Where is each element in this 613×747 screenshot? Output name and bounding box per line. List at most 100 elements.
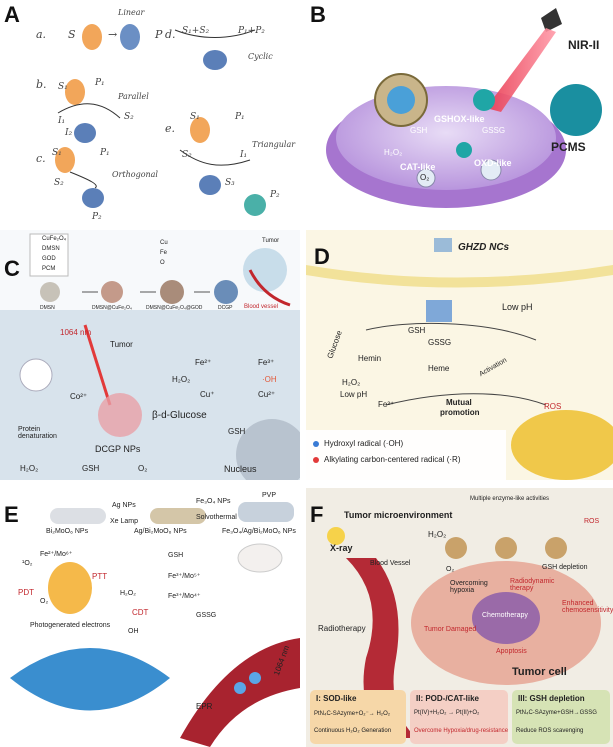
panel-d-label: D bbox=[314, 244, 330, 269]
promotion-label: promotion bbox=[440, 408, 480, 417]
legend-box bbox=[29, 233, 69, 277]
flame bbox=[48, 562, 92, 614]
item-a-letter: a. bbox=[36, 28, 47, 41]
ros-label: ROS bbox=[544, 402, 562, 411]
ptt-label: PTT bbox=[92, 572, 108, 581]
np bbox=[249, 672, 261, 684]
box3-title: III: GSH depletion bbox=[518, 694, 585, 703]
box3-foot: Reduce ROS scavenging bbox=[516, 728, 584, 734]
mutual-label: Mutual bbox=[446, 398, 472, 407]
laser-beam bbox=[486, 28, 556, 112]
bottom-label: O₂ bbox=[138, 464, 148, 473]
step-label: DCGP bbox=[218, 305, 233, 311]
panel-f: F Tumor microenvironment X-ray Blood Ves… bbox=[306, 488, 613, 747]
item-e-p1: P₁ bbox=[235, 112, 245, 122]
panel-c-label: C bbox=[4, 256, 20, 281]
o2-label: O₂ bbox=[420, 173, 430, 182]
h2o2-label: H₂O₂ bbox=[120, 590, 136, 597]
gsh-label: GSH bbox=[228, 427, 246, 436]
item-d-prod: P₁+P₂ bbox=[238, 26, 265, 36]
nucleus bbox=[236, 419, 300, 480]
box1-title: I: SOD-like bbox=[316, 694, 357, 703]
rod-2 bbox=[150, 508, 206, 524]
ros-label: ROS bbox=[584, 518, 600, 525]
bottom-label: GSH bbox=[82, 464, 100, 473]
panel-b-cell bbox=[326, 8, 602, 208]
step-label: DMSN@CuFe₂O₄@GOD bbox=[146, 305, 203, 311]
panel-a-cascades bbox=[55, 24, 266, 216]
nucleus bbox=[472, 592, 540, 644]
item-e-s3: S₃ bbox=[225, 178, 235, 188]
legend2-item: Fe bbox=[160, 250, 168, 256]
item-c-s2: S₂ bbox=[54, 178, 64, 188]
rod-3 bbox=[238, 502, 294, 522]
item-b-s2: S₂ bbox=[124, 112, 134, 122]
gssg-label: GSSG bbox=[482, 126, 506, 135]
enzyme-1 bbox=[82, 24, 102, 50]
item-a-s: S bbox=[68, 28, 76, 41]
enzyme-e3 bbox=[244, 194, 266, 216]
cu-label: Cu⁺ bbox=[200, 390, 215, 399]
radiation-icon bbox=[327, 527, 345, 545]
arrow-c bbox=[69, 171, 97, 189]
damaged-label: Tumor Damaged bbox=[424, 626, 477, 633]
box3 bbox=[512, 690, 610, 744]
oh-label: OH bbox=[128, 628, 139, 635]
oh-label: ·OH bbox=[262, 375, 277, 384]
item-c-kind: Orthogonal bbox=[112, 170, 158, 179]
lowph2-label: Low pH bbox=[340, 390, 368, 399]
item-a-p: P bbox=[155, 28, 163, 41]
lowph-label: Low pH bbox=[502, 302, 533, 312]
pcms-label: PCMS bbox=[551, 140, 586, 154]
box2-title: II: POD-/CAT-like bbox=[416, 694, 479, 703]
item-c-p2: P₂ bbox=[92, 212, 102, 222]
ag-label: Ag NPs bbox=[112, 502, 136, 509]
nc-particle bbox=[426, 300, 452, 322]
step-label: DMSN@CuFe₂O₄ bbox=[92, 305, 132, 311]
box2-eq: Pt(IV)+H₂O₂ → Pt(II)+O₂ bbox=[414, 710, 480, 716]
arrow-d bbox=[174, 29, 256, 38]
gsh-dep-label: GSH depletion bbox=[542, 564, 588, 571]
gsh-label: GSH bbox=[168, 552, 184, 559]
step-label: DMSN bbox=[40, 305, 55, 311]
item-e-s2: S₂ bbox=[182, 150, 192, 160]
step-god bbox=[160, 280, 184, 304]
legend-item: CuFe₂O₄ bbox=[42, 236, 67, 242]
panel-b: B NIR-II PCMS GSHOX-like GSH GSSG H₂O₂ C… bbox=[306, 0, 613, 225]
item-b-s1: S₁ bbox=[58, 82, 68, 92]
core bbox=[387, 86, 415, 114]
cell-label: Tumor cell bbox=[512, 666, 567, 678]
legend2-item: O bbox=[160, 260, 165, 266]
electrons-label: Photogenerated electrons bbox=[30, 622, 111, 629]
o2-label: O₂ bbox=[446, 566, 455, 573]
legend-item: PCM bbox=[42, 266, 56, 272]
gsh-label: GSH bbox=[408, 326, 426, 335]
step-cufe bbox=[101, 281, 123, 303]
legend-item: DMSN bbox=[42, 246, 60, 252]
fe3o4-label: Fe₃O₄ NPs bbox=[196, 498, 231, 505]
box2 bbox=[410, 690, 508, 744]
enzyme-2 bbox=[120, 24, 140, 50]
legend-item: GOD bbox=[42, 256, 56, 262]
pcms-particle bbox=[456, 142, 472, 158]
nir-label: NIR-II bbox=[568, 38, 600, 52]
xray-label: X-ray bbox=[330, 543, 353, 553]
item-e-letter: e. bbox=[165, 122, 176, 135]
panel-a: A a. S → P Linear b. S₁ P₁ I₁ I₂ S₂ Para… bbox=[0, 0, 300, 225]
h2o2-label: H₂O₂ bbox=[342, 378, 361, 387]
h2o2-label: H₂O₂ bbox=[172, 375, 191, 384]
pcms-cluster bbox=[550, 84, 602, 136]
solvo-label: Solvothermal bbox=[196, 514, 237, 521]
legend2-item: Cu bbox=[160, 240, 168, 246]
arrow bbox=[385, 393, 547, 406]
item-b-letter: b. bbox=[36, 78, 47, 91]
item-e-kind: Triangular bbox=[252, 140, 296, 149]
box2-foot: Overcome Hypoxia/drug-resistance bbox=[414, 728, 509, 734]
tumor-mass bbox=[243, 248, 287, 292]
panel-d: D GHZD NCs Low pH Glucose GSH GSSG Hemin… bbox=[306, 230, 613, 480]
agbi-label: Ag/Bi₂MoO₆ NPs bbox=[134, 528, 187, 535]
panel-b-label: B bbox=[310, 2, 326, 27]
blood-vessel bbox=[346, 558, 416, 738]
panel-e: E Ag NPs Xe Lamp Fe₃O₄ NPs PVP Solvother… bbox=[0, 488, 300, 747]
bubble bbox=[480, 159, 502, 181]
